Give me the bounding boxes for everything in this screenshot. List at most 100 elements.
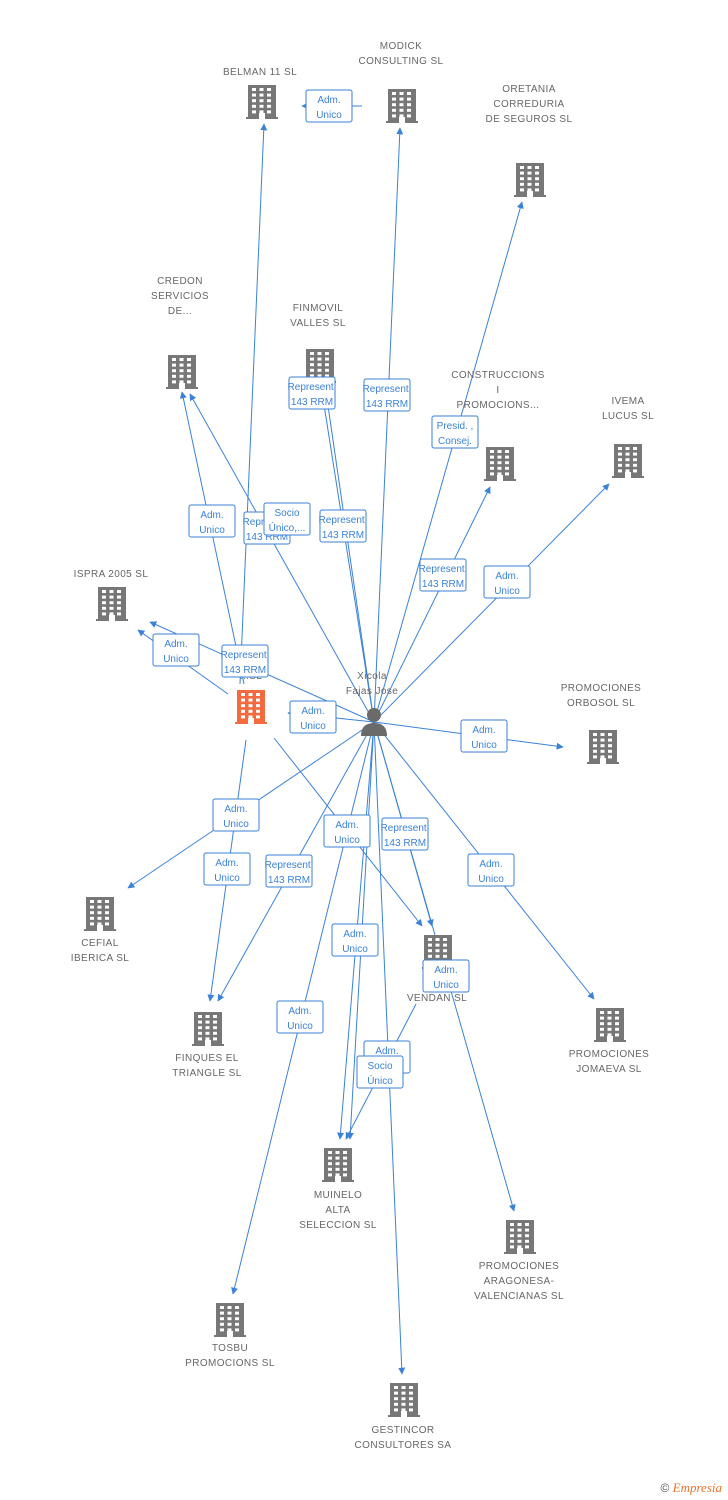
company-label: LUCUS SL — [602, 411, 654, 422]
edge-label-xicola-to-finmovil[interactable]: Represent.143 RRM — [319, 509, 368, 543]
edge-label-box — [460, 719, 508, 753]
edge-label-xicola-to-cefial[interactable]: Adm.Unico — [212, 798, 260, 832]
edge-label-box — [363, 378, 411, 412]
edge-label-box — [305, 89, 353, 123]
company-node-ispra[interactable]: ISPRA 2005 SL — [74, 569, 149, 621]
edge-label-text: Adm. — [200, 510, 223, 521]
edge-label-text: Adm. — [164, 639, 187, 650]
edge-label-xicola-to-finmovil[interactable]: SocioÚnico,... — [263, 502, 311, 536]
edge-xicola-to-ivema — [373, 483, 610, 723]
edge-main-to-credon — [179, 391, 245, 685]
edge-xicola-to-finmovil — [323, 391, 375, 723]
edge-label-text: 143 RRM — [224, 665, 266, 676]
edge-label-main-to-finques[interactable]: Adm.Unico — [203, 852, 251, 886]
building-icon — [322, 1148, 354, 1182]
edge-label-box — [276, 1000, 324, 1034]
edge-label-text: 143 RRM — [246, 532, 288, 543]
building-icon — [166, 355, 198, 389]
edge-label-text: Represent. — [419, 564, 468, 575]
company-node-construccions[interactable]: CONSTRUCCIONSIPROMOCIONS... — [451, 370, 545, 481]
edge-label-main-to-vendan[interactable]: Adm.Unico — [323, 814, 371, 848]
edge-label-xicola-to-muinelo[interactable]: Adm.Unico — [331, 923, 379, 957]
edge-label-box — [263, 502, 311, 536]
edge-label-text: Unico — [342, 944, 368, 955]
company-label: ARAGONESA- — [484, 1276, 555, 1287]
building-icon — [192, 1012, 224, 1046]
edge-label-main-to-ispra[interactable]: Adm.Unico — [152, 633, 200, 667]
edge-label-modick-to-belman[interactable]: Adm.Unico — [305, 89, 353, 123]
building-icon — [612, 444, 644, 478]
company-label: ORBOSOL SL — [567, 698, 635, 709]
edge-label-xicola-to-oretania[interactable]: Presid. ,Consej. — [431, 415, 479, 449]
company-label: FINQUES EL — [175, 1053, 238, 1064]
edge-label-text: Socio — [367, 1061, 392, 1072]
company-node-main[interactable]: ...SL — [235, 671, 267, 724]
edge-label-box — [431, 415, 479, 449]
edge-label-text: 143 RRM — [322, 530, 364, 541]
person-icon — [361, 708, 387, 736]
edge-label-box — [212, 798, 260, 832]
edge-label-xicola-to-construccions[interactable]: Represent.143 RRM — [419, 558, 468, 592]
edge-label-xicola-to-ispra[interactable]: Represent. 143 RRM — [221, 644, 270, 678]
edge-label-text: Unico — [478, 874, 504, 885]
edge-label-xicola-to-vendan[interactable]: Represent.143 RRM — [381, 817, 430, 851]
edge-label-text: Único — [367, 1074, 393, 1087]
edge-label-text: Adm. — [472, 725, 495, 736]
edge-label-text: 143 RRM — [384, 838, 426, 849]
edge-label-text: Adm. — [301, 706, 324, 717]
edge-label-text: Represent. — [221, 650, 270, 661]
company-label: PROMOCIONES — [569, 1049, 650, 1060]
edge-label-text: Adm. — [224, 804, 247, 815]
edge-label-box — [152, 633, 200, 667]
company-label: CONSULTORES SA — [355, 1440, 452, 1451]
edge-label-main-to-belman[interactable]: Represent.143 RRM — [288, 376, 337, 410]
person-label: Xicola — [357, 671, 387, 682]
company-node-belman[interactable]: BELMAN 11 SL — [223, 67, 297, 119]
company-label: JOMAEVA SL — [576, 1064, 642, 1075]
building-icon — [484, 447, 516, 481]
edge-label-box — [483, 565, 531, 599]
edge-label-xicola-to-tosbu[interactable]: Adm.Unico — [276, 1000, 324, 1034]
brand-logo[interactable]: Empresia — [672, 1480, 722, 1495]
edge-label-xicola-to-aragonesa[interactable]: Adm.Unico — [422, 959, 470, 993]
edge-label-xicola-to-ivema[interactable]: Adm.Unico — [483, 565, 531, 599]
edge-label-text: Adm. — [288, 1006, 311, 1017]
edge-label-box — [422, 959, 470, 993]
edge-label-xicola-to-orbosol[interactable]: Adm.Unico — [460, 719, 508, 753]
edge-label-xicola-to-jomaeva[interactable]: Adm.Unico — [467, 853, 515, 887]
edge-label-xicola-to-modick[interactable]: Represent.143 RRM — [363, 378, 412, 412]
edge-label-box — [467, 853, 515, 887]
edge-label-main-to-credon[interactable]: Adm.Unico — [188, 504, 236, 538]
edge-xicola-to-finmovil — [319, 391, 375, 723]
edge-label-xicola-to-finques[interactable]: Represent.143 RRM — [265, 854, 314, 888]
company-node-credon[interactable]: CREDONSERVICIOSDE... — [151, 276, 209, 389]
company-node-orbosol[interactable]: PROMOCIONES ORBOSOL SL — [561, 683, 642, 764]
edge-label-box — [356, 1055, 404, 1089]
company-label: PROMOCIONES — [561, 683, 642, 694]
edge-label-box — [289, 700, 337, 734]
edge-label-text: Consej. — [438, 436, 472, 447]
edge-xicola-to-modick — [373, 127, 404, 723]
company-label: PROMOCIONS... — [457, 400, 540, 411]
company-label: ISPRA 2005 SL — [74, 569, 149, 580]
company-node-jomaeva[interactable]: PROMOCIONES JOMAEVA SL — [569, 1008, 650, 1075]
edge-label-text: Adm. — [335, 820, 358, 831]
company-label: SERVICIOS — [151, 291, 209, 302]
edge-label-xicola-to-main[interactable]: Adm.Unico — [289, 700, 337, 734]
edge-xicola-to-oretania — [373, 201, 524, 723]
company-label: CREDON — [157, 276, 203, 287]
